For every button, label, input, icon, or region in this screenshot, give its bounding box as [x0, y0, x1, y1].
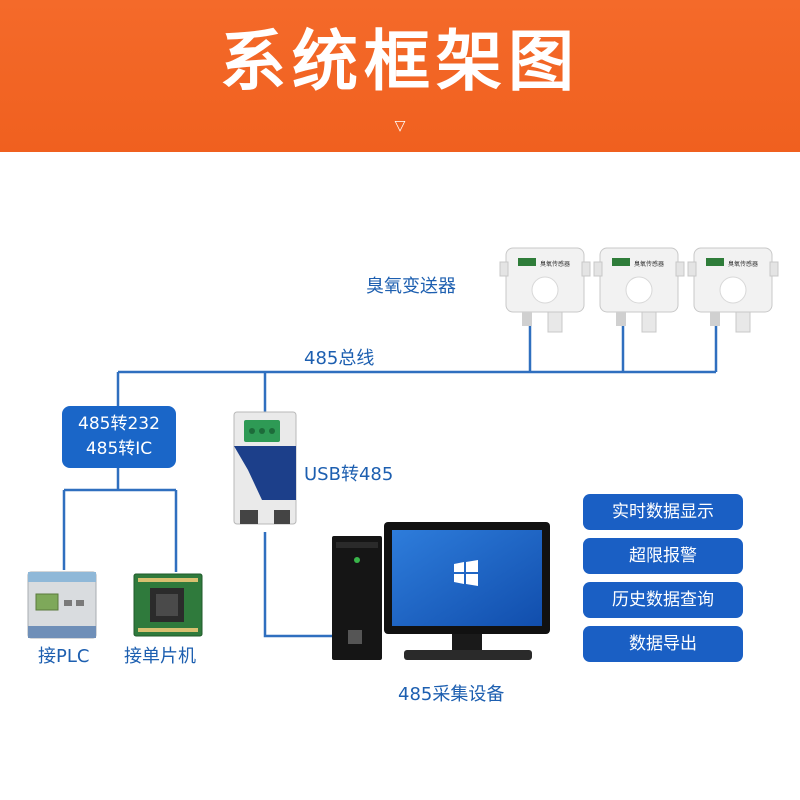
windows-logo-icon — [454, 560, 478, 586]
transmitter-1: 臭氧传感器 — [499, 247, 591, 333]
usb-to-pc-line — [263, 532, 332, 638]
down-triangle-icon: ▽ — [394, 118, 406, 134]
device-brand-2: 臭氧传感器 — [634, 260, 664, 268]
bus-label: 485总线 — [304, 348, 375, 369]
feature-data-export: 数据导出 — [583, 626, 743, 662]
device-brand-3: 臭氧传感器 — [728, 260, 758, 268]
usb-converter-device — [233, 411, 297, 525]
mcu-board — [133, 573, 203, 637]
usb-converter-label: USB转485 — [304, 464, 394, 485]
monitor — [384, 522, 550, 660]
pc-tower — [332, 536, 382, 660]
converter-box: 485转232 485转IC — [62, 406, 176, 468]
plc-device — [27, 571, 97, 639]
connection-lines — [62, 325, 718, 638]
transmitter-label: 臭氧变送器 — [366, 276, 456, 297]
mcu-label: 接单片机 — [124, 646, 196, 667]
converter-line-1: 485转232 — [78, 414, 160, 434]
feature-overlimit-alarm: 超限报警 — [583, 538, 743, 574]
header-banner: 系统框架图 ▽ — [0, 0, 800, 152]
converter-line-2: 485转IC — [85, 439, 153, 459]
plc-mcu-branch — [62, 468, 178, 572]
computer-label: 485采集设备 — [398, 684, 505, 705]
device-brand-1: 臭氧传感器 — [540, 260, 570, 268]
page-title: 系统框架图 — [220, 23, 580, 100]
plc-label: 接PLC — [38, 646, 90, 667]
transmitter-2: 臭氧传感器 — [593, 247, 685, 333]
transmitter-3: 臭氧传感器 — [687, 247, 779, 333]
windows-logo-icon — [348, 630, 362, 644]
feature-realtime-display: 实时数据显示 — [583, 494, 743, 530]
feature-history-query: 历史数据查询 — [583, 582, 743, 618]
